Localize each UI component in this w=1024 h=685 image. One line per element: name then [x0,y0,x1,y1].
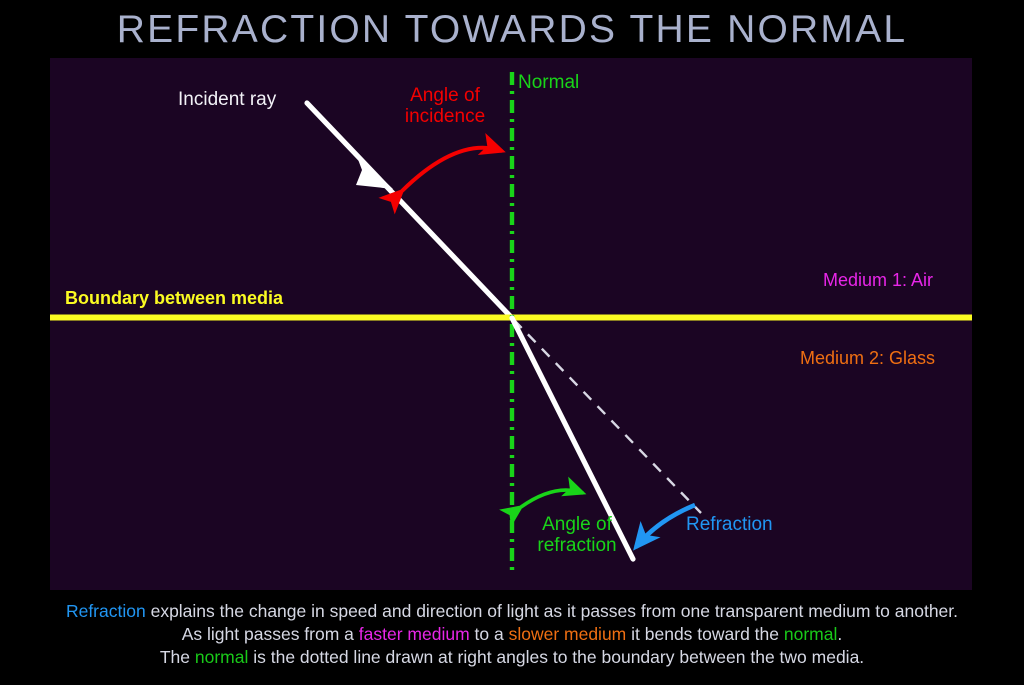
label-angle-of-incidence-line2: incidence [404,106,486,128]
label-medium-1-air: Medium 1: Air [823,270,934,290]
caption-keyword-faster-medium: faster medium [358,624,470,644]
incident-ray-line [304,100,515,321]
caption-line-2-part-4: . [837,624,843,644]
label-medium-2-glass: Medium 2: Glass [800,348,936,368]
label-angle-of-incidence: Angle of incidence [386,85,504,128]
label-boundary-between-media: Boundary between media [65,288,284,308]
caption-line-3-part-1: The [159,647,195,667]
caption-line-2-part-2: to a [469,624,509,644]
caption-line-2: As light passes from a faster medium to … [0,623,1024,646]
caption-line-2-part-3: it bends toward the [626,624,784,644]
caption-keyword-normal-line2: normal [783,624,838,644]
caption-line-3-part-2: is the dotted line drawn at right angles… [248,647,865,667]
angle-of-refraction-arc-arrow [499,476,587,527]
angle-of-incidence-arc-arrow [378,133,506,215]
label-angle-of-incidence-line1: Angle of [410,85,480,106]
diagram-graphics [50,72,972,576]
label-refraction: Refraction [686,514,773,535]
caption-keyword-refraction: Refraction [65,601,146,621]
caption-line-2-part-1: As light passes from a [181,624,359,644]
refracted-ray-line [509,315,636,562]
label-angle-of-refraction-line1: Angle of [542,514,612,535]
label-angle-of-refraction: Angle of refraction [516,514,638,557]
caption-keyword-normal-line3: normal [194,647,249,667]
label-normal: Normal [518,72,580,93]
undeviated-path-dashed-line [513,319,702,514]
caption-line-1-rest: explains the change in speed and directi… [145,601,959,621]
caption-line-3: The normal is the dotted line drawn at r… [0,646,1024,669]
label-incident-ray: Incident ray [178,89,277,110]
label-angle-of-refraction-line2: refraction [537,535,617,557]
caption-line-1: Refraction explains the change in speed … [0,600,1024,623]
refraction-pointer-arrow [633,502,696,551]
diagram-panel: Incident ray Angle of incidence Normal B… [50,58,972,590]
page-title: REFRACTION TOWARDS THE NORMAL [116,8,908,51]
caption-keyword-slower-medium: slower medium [508,624,627,644]
caption-block: Refraction explains the change in speed … [0,600,1024,669]
